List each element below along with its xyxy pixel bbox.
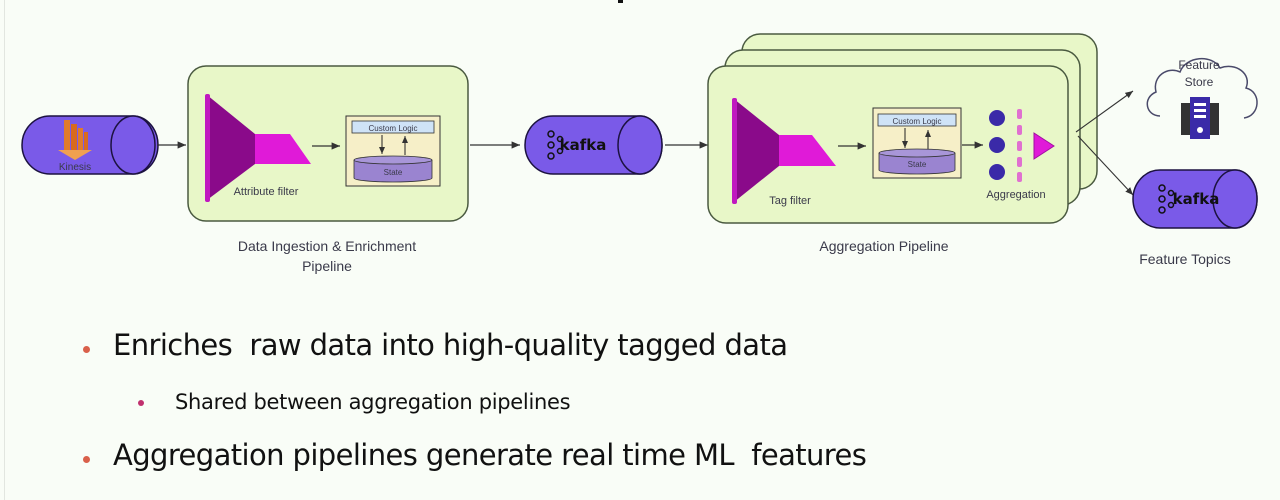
arrow-to-feature-store (1075, 90, 1134, 133)
ingestion-caption-line2: Pipeline (302, 258, 352, 274)
aggregation-caption: Aggregation Pipeline (819, 238, 948, 254)
cloud-icon (1146, 58, 1258, 119)
tag-filter-icon (732, 98, 836, 204)
kafka-label: kafka (560, 136, 607, 154)
sub-bullet-marker (138, 400, 144, 406)
clipped-title-fragment (618, 0, 623, 3)
ingestion-caption-line1: Data Ingestion & Enrichment (238, 238, 416, 254)
aggregation-stateful-processor: Custom Logic State (872, 107, 962, 179)
sub-bullet-item: Shared between aggregation pipelines (175, 390, 571, 414)
aggregation-label: Aggregation (986, 189, 1045, 201)
feature-topics-caption: Feature Topics (1139, 251, 1231, 267)
feature-store-line2: Store (1185, 75, 1214, 89)
feature-store: Feature Store (1146, 58, 1258, 139)
stateful-processor: Custom Logic State (345, 115, 441, 187)
kafka-intermediate-topic: kafka (524, 115, 663, 175)
kinesis-logo-icon (58, 120, 92, 160)
feature-store-line1: Feature (1178, 58, 1220, 72)
feature-topics-kafka-label: kafka (1173, 190, 1220, 208)
state-label: State (384, 168, 403, 177)
bullet-marker (83, 346, 90, 353)
attribute-filter-icon (205, 94, 311, 202)
kafka-logo-icon (1158, 184, 1175, 214)
slide-left-edge (4, 0, 5, 500)
arrow-to-feature-topics (1077, 135, 1134, 196)
bullet-item: Enriches raw data into high-quality tagg… (113, 328, 788, 362)
kafka-logo-icon (547, 130, 564, 160)
agg-state-label: State (908, 160, 927, 169)
architecture-diagram: Kinesis Attribute filter Custom Logic St… (21, 33, 1258, 274)
kinesis-label: Kinesis (59, 162, 91, 173)
feature-topics-kafka: kafka (1132, 169, 1258, 229)
agg-custom-logic-label: Custom Logic (893, 117, 942, 126)
bullet-marker (83, 456, 90, 463)
kinesis-stream: Kinesis (21, 115, 159, 175)
tag-filter-label: Tag filter (769, 195, 811, 207)
server-icon (1181, 97, 1219, 139)
custom-logic-label: Custom Logic (369, 124, 418, 133)
bullet-item: Aggregation pipelines generate real time… (113, 438, 867, 472)
ingestion-pipeline: Attribute filter Custom Logic State (187, 65, 469, 222)
aggregation-icon (989, 109, 1055, 182)
aggregation-pipeline-stack: Tag filter Custom Logic State Aggregatio… (707, 33, 1098, 224)
attribute-filter-label: Attribute filter (234, 186, 299, 198)
